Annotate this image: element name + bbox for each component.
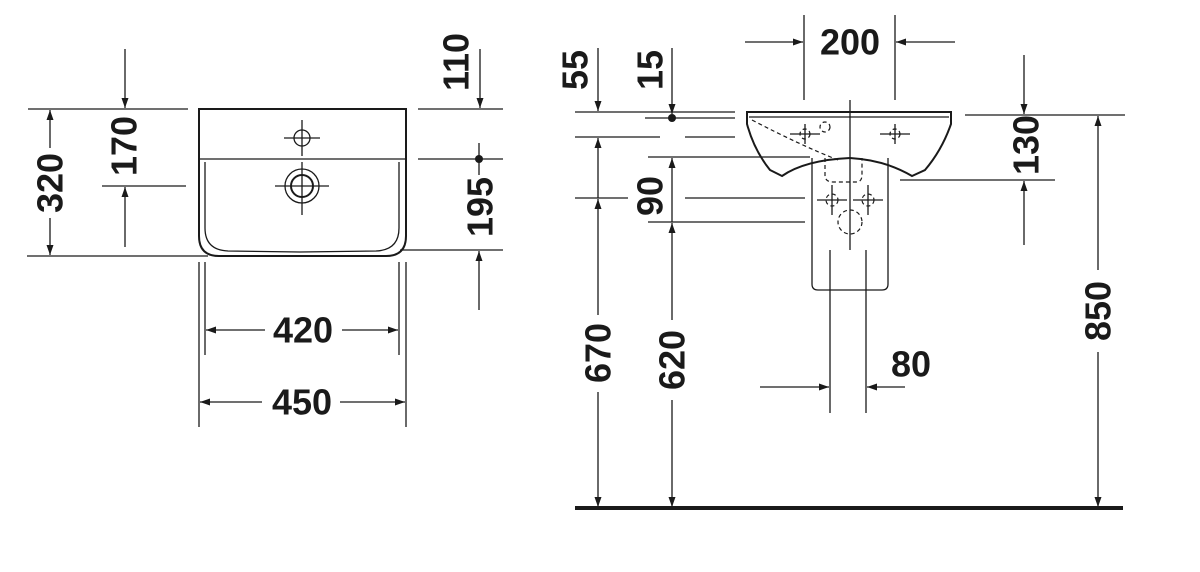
basin-side-outline: [746, 111, 952, 178]
dim-55: 55: [555, 50, 596, 90]
basin-outline: [198, 108, 407, 257]
dimension-lines: [27, 49, 503, 427]
dim-80: 80: [891, 344, 931, 385]
dim-850: 850: [1078, 281, 1119, 341]
tap-hole-icon: [284, 120, 320, 156]
dim-130: 130: [1006, 115, 1047, 175]
dim-195: 195: [460, 177, 501, 237]
dim-450: 450: [272, 382, 332, 423]
dim-200: 200: [820, 22, 880, 63]
dim-110: 110: [436, 33, 477, 91]
pedestal: [811, 100, 889, 291]
top-view: 320 170 110 195 420 450: [27, 33, 503, 427]
dim-620: 620: [652, 330, 693, 390]
fixing-crosses: [790, 124, 910, 215]
side-view: 200 55 15 90 670 620 130 850 80: [555, 15, 1125, 510]
side-dimension-lines: [575, 15, 1125, 507]
dim-420: 420: [273, 310, 333, 351]
dim-15: 15: [630, 50, 671, 90]
dim-670: 670: [578, 323, 619, 383]
dim-90: 90: [630, 176, 671, 216]
dim-320: 320: [30, 153, 71, 213]
dim-170: 170: [104, 116, 145, 176]
drain-hole-icon: [275, 162, 329, 215]
